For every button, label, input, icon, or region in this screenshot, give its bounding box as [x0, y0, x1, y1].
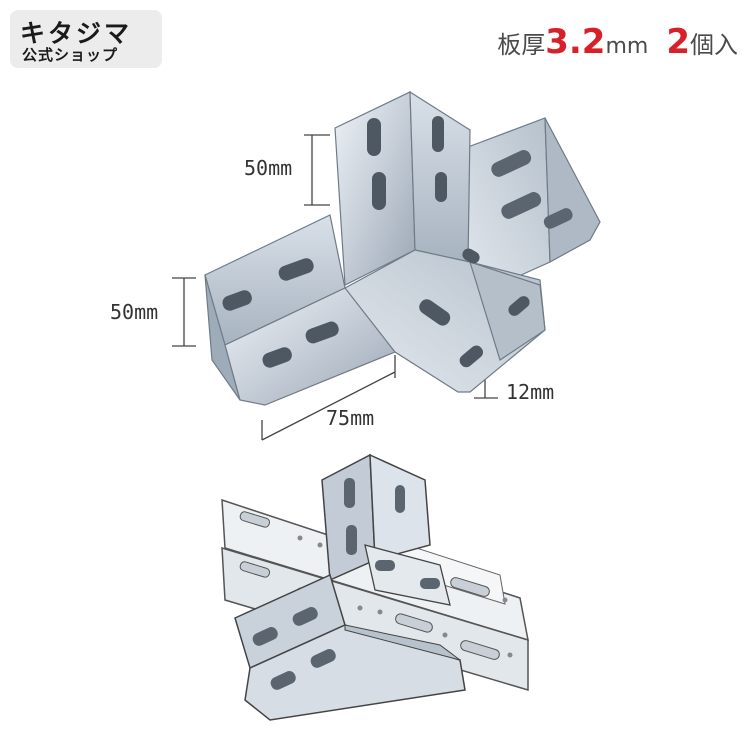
- dim-left-height: 50mm: [110, 300, 159, 324]
- dim-upper-height: 50mm: [244, 156, 293, 180]
- dim-length: 75mm: [326, 406, 375, 430]
- thickness-value: 3.2: [545, 22, 606, 62]
- brand-logo: キタジマ 公式ショップ: [10, 10, 162, 68]
- bracket-on-rail-icon: [221, 453, 529, 721]
- bracket-left-arm: [204, 214, 396, 406]
- thickness-unit: mm: [605, 34, 649, 59]
- bracket-back-arm: [459, 117, 601, 299]
- brand-tagline: 公式ショップ: [22, 46, 119, 64]
- quantity-value: 2: [666, 22, 690, 62]
- quantity-unit: 個入: [690, 31, 738, 59]
- bracket-front-arm: [344, 248, 546, 393]
- brand-name: キタジマ: [20, 19, 133, 48]
- dim-flange: 12mm: [506, 380, 555, 404]
- spec-line: 板厚3.2mm 2個入: [497, 22, 738, 62]
- bracket-upright: [334, 90, 471, 286]
- thickness-label: 板厚: [497, 31, 546, 59]
